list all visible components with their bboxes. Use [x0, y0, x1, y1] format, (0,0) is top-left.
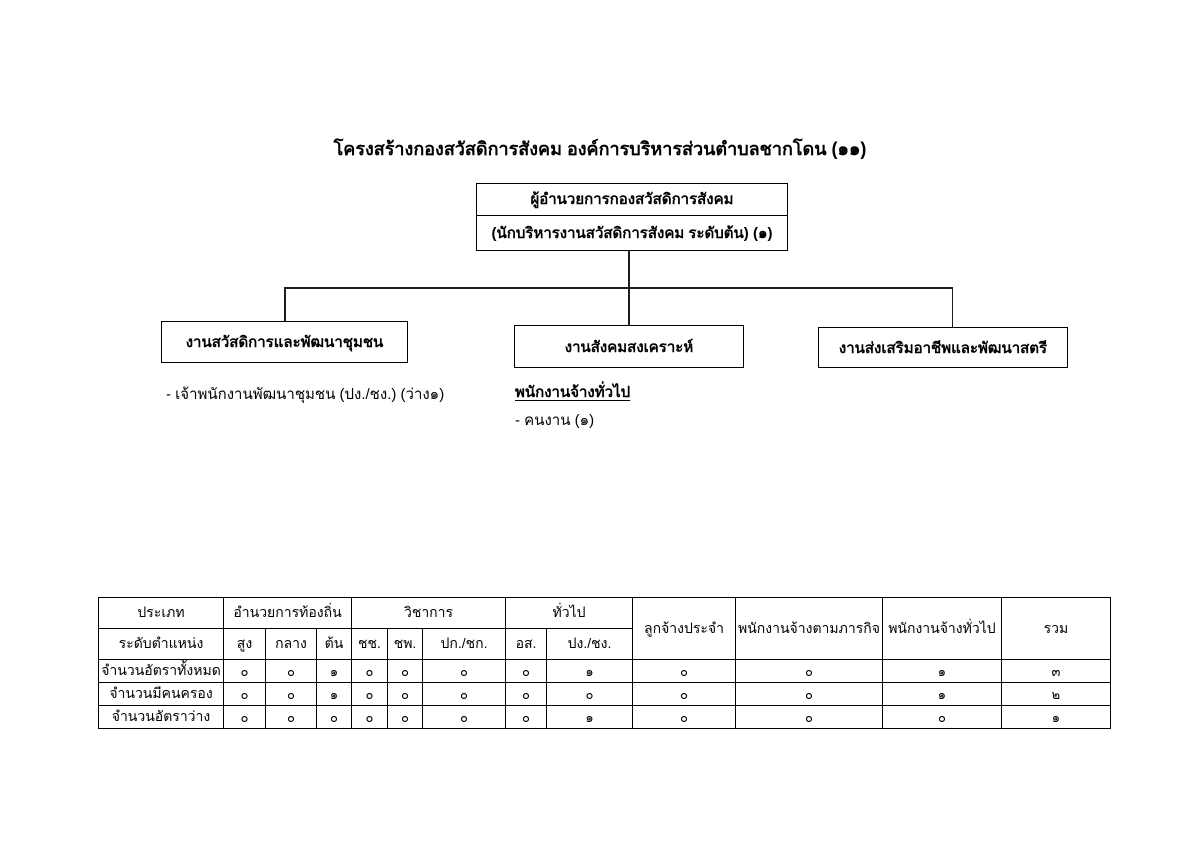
table-cell: ๐ — [351, 705, 388, 729]
unit-label: งานส่งเสริมอาชีพและพัฒนาสตรี — [838, 339, 1048, 357]
page-title: โครงสร้างกองสวัสดิการสังคม องค์การบริหาร… — [333, 139, 867, 159]
header-group-academic: วิชาการ — [351, 597, 506, 629]
header-level: ชช. — [351, 628, 388, 660]
table-cell: ๐ — [422, 659, 506, 683]
table-cell: ๐ — [387, 682, 423, 706]
table-row-occupied-positions: จำนวนมีคนครอง ๐ ๐ ๑ ๐ ๐ ๐ ๐ ๐ ๐ ๐ ๑ ๒ — [98, 682, 1111, 706]
table-cell: ๐ — [505, 705, 547, 729]
table-cell: ๐ — [351, 659, 388, 683]
table-cell: ๐ — [632, 705, 736, 729]
table-cell: ๒ — [1000, 682, 1111, 706]
table-header-row-2: ระดับตำแหน่ง สูง กลาง ต้น ชช. ชพ. ปก./ชก… — [98, 628, 1111, 660]
table-cell: ๑ — [1000, 705, 1111, 729]
table-cell: ๑ — [881, 682, 1002, 706]
table-cell: ๐ — [546, 682, 633, 706]
table-cell: ๑ — [316, 659, 352, 683]
table-cell: ๐ — [265, 682, 317, 706]
header-level: ชพ. — [387, 628, 423, 660]
header-permanent-employee: ลูกจ้างประจำ — [632, 597, 736, 660]
header-category: ประเภท — [98, 597, 224, 629]
connector-horizontal — [284, 287, 953, 289]
header-position-level: ระดับตำแหน่ง — [98, 628, 224, 660]
connector-vertical-right — [951, 288, 953, 327]
unit-mid-staff-note: - คนงาน (๑) — [515, 412, 595, 429]
table-cell: ๐ — [505, 659, 547, 683]
table-cell: ๐ — [265, 659, 317, 683]
table-cell: ๑ — [881, 659, 1002, 683]
header-total: รวม — [1000, 597, 1111, 660]
table-cell: ๑ — [316, 682, 352, 706]
row-label: จำนวนมีคนครอง — [98, 682, 224, 706]
table-cell: ๑ — [546, 659, 633, 683]
header-level: สูง — [223, 628, 266, 660]
table-row-total-positions: จำนวนอัตราทั้งหมด ๐ ๐ ๑ ๐ ๐ ๐ ๐ ๑ ๐ ๐ ๑ … — [98, 659, 1111, 683]
table-cell: ๐ — [881, 705, 1002, 729]
unit-box-social-work: งานสังคมสงเคราะห์ — [514, 325, 744, 368]
unit-box-welfare-community-development: งานสวัสดิการและพัฒนาชุมชน — [161, 321, 408, 363]
table-cell: ๐ — [387, 705, 423, 729]
connector-vertical-left — [284, 288, 286, 321]
unit-label: งานสังคมสงเคราะห์ — [564, 338, 694, 356]
table-cell: ๐ — [505, 682, 547, 706]
header-general-contract-employee: พนักงานจ้างทั่วไป — [881, 597, 1002, 660]
header-group-general: ทั่วไป — [505, 597, 633, 629]
unit-left-staff-note: - เจ้าพนักงานพัฒนาชุมชน (ปง./ชง.) (ว่าง๑… — [166, 386, 445, 403]
table-cell: ๐ — [735, 659, 883, 683]
row-label: จำนวนอัตราทั้งหมด — [98, 659, 224, 683]
header-group-local-admin: อำนวยการท้องถิ่น — [223, 597, 352, 629]
table-cell: ๓ — [1000, 659, 1111, 683]
director-position: (นักบริหารงานสวัสดิการสังคม ระดับต้น) (๑… — [491, 224, 773, 242]
table-cell: ๐ — [223, 682, 266, 706]
table-cell: ๐ — [316, 705, 352, 729]
director-title: ผู้อำนวยการกองสวัสดิการสังคม — [477, 184, 787, 216]
header-level: อส. — [505, 628, 547, 660]
table-cell: ๐ — [265, 705, 317, 729]
table-cell: ๑ — [546, 705, 633, 729]
table-cell: ๐ — [735, 682, 883, 706]
unit-box-career-women-development: งานส่งเสริมอาชีพและพัฒนาสตรี — [818, 327, 1068, 368]
table-cell: ๐ — [223, 659, 266, 683]
table-cell: ๐ — [387, 659, 423, 683]
table-row-vacant-positions: จำนวนอัตราว่าง ๐ ๐ ๐ ๐ ๐ ๐ ๐ ๑ ๐ ๐ ๐ ๑ — [98, 705, 1111, 729]
header-level: ต้น — [316, 628, 352, 660]
row-label: จำนวนอัตราว่าง — [98, 705, 224, 729]
staffing-table: ประเภท อำนวยการท้องถิ่น วิชาการ ทั่วไป ล… — [98, 597, 1111, 729]
header-level: ปง./ชง. — [546, 628, 633, 660]
header-mission-contract-employee: พนักงานจ้างตามภารกิจ — [735, 597, 883, 660]
table-cell: ๐ — [735, 705, 883, 729]
table-cell: ๐ — [223, 705, 266, 729]
director-box: ผู้อำนวยการกองสวัสดิการสังคม (นักบริหารง… — [476, 183, 788, 251]
table-cell: ๐ — [422, 705, 506, 729]
table-header-row-1: ประเภท อำนวยการท้องถิ่น วิชาการ ทั่วไป ล… — [98, 597, 1111, 660]
unit-mid-notes-heading: พนักงานจ้างทั่วไป — [515, 384, 631, 401]
table-cell: ๐ — [632, 659, 736, 683]
unit-label: งานสวัสดิการและพัฒนาชุมชน — [185, 334, 384, 351]
table-cell: ๐ — [422, 682, 506, 706]
table-cell: ๐ — [351, 682, 388, 706]
header-level: ปก./ชก. — [422, 628, 506, 660]
table-cell: ๐ — [632, 682, 736, 706]
header-level: กลาง — [265, 628, 317, 660]
